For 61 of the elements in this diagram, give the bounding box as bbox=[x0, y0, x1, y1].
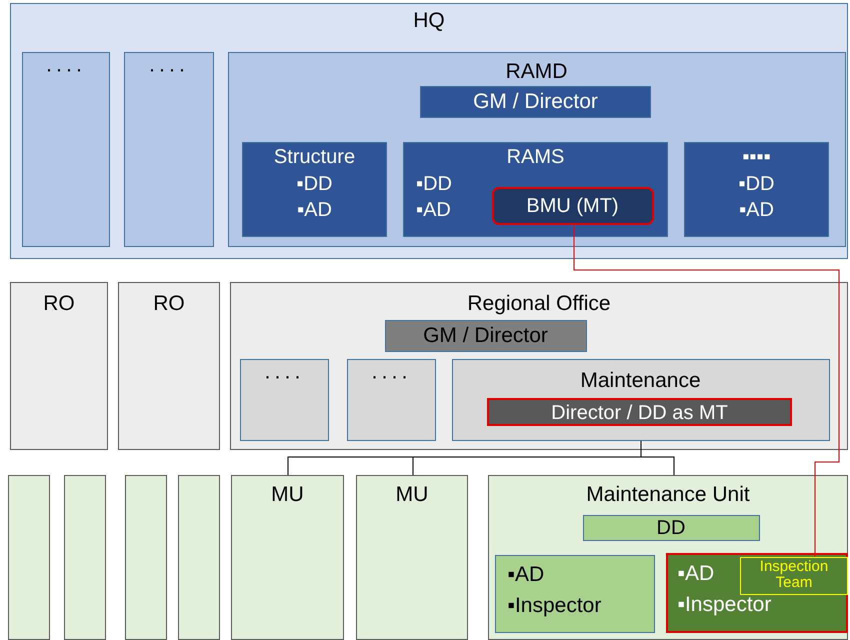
node-title: DD bbox=[656, 516, 686, 540]
team-box bbox=[494, 554, 654, 632]
bullet-item: ▪DD bbox=[416, 172, 452, 196]
node-title: ···· bbox=[264, 364, 304, 389]
hq-panel bbox=[10, 3, 848, 259]
unit-box bbox=[492, 186, 654, 224]
node-title: ···· bbox=[371, 364, 411, 389]
office-box bbox=[230, 282, 848, 450]
empty-unit-box bbox=[64, 475, 106, 640]
department-box bbox=[346, 358, 436, 440]
department-box bbox=[228, 52, 846, 246]
node-title: MU bbox=[396, 482, 428, 508]
node-title: ▪AD bbox=[678, 560, 714, 586]
position-box bbox=[487, 398, 792, 426]
node-title: Director / DD as MT bbox=[551, 401, 728, 425]
node-title: ···· bbox=[46, 56, 86, 82]
position-box bbox=[384, 320, 586, 352]
node-title: GM / Director bbox=[473, 89, 598, 114]
node-title: Maintenance bbox=[580, 368, 701, 393]
node-title: Regional Office bbox=[467, 291, 611, 316]
unit-box bbox=[488, 475, 848, 640]
department-box bbox=[240, 358, 328, 440]
division-box bbox=[403, 142, 668, 237]
node-title: ▪AD bbox=[508, 562, 544, 587]
department-box bbox=[124, 52, 214, 246]
empty-unit-box bbox=[125, 475, 167, 640]
team-box bbox=[666, 552, 848, 632]
bullet-item: ▪AD bbox=[297, 198, 332, 222]
office-box bbox=[10, 282, 108, 450]
bullet-item: ▪AD bbox=[416, 198, 451, 222]
node-title: Maintenance Unit bbox=[586, 482, 750, 508]
position-box bbox=[582, 514, 760, 540]
node-title: ▪▪▪▪ bbox=[742, 145, 771, 169]
node-title: BMU (MT) bbox=[526, 194, 619, 218]
empty-unit-box bbox=[178, 475, 220, 640]
node-title: RAMS bbox=[506, 145, 564, 169]
position-box bbox=[420, 86, 651, 118]
node-title: HQ bbox=[413, 8, 445, 34]
node-title: RO bbox=[153, 291, 185, 316]
node-title: Structure bbox=[274, 145, 356, 169]
bullet-item: ▪AD bbox=[739, 198, 774, 222]
empty-unit-box bbox=[8, 475, 50, 640]
node-title: MU bbox=[271, 482, 304, 508]
bullet-item: ▪DD bbox=[738, 172, 774, 196]
node-title: Inspection Team bbox=[758, 559, 830, 590]
department-box bbox=[22, 52, 110, 246]
division-box bbox=[242, 142, 387, 237]
division-box bbox=[684, 142, 829, 237]
unit-box bbox=[231, 475, 344, 640]
department-box bbox=[452, 358, 830, 440]
node-title: GM / Director bbox=[423, 322, 548, 348]
bullet-item: ▪Inspector bbox=[508, 592, 602, 618]
bullet-item: ▪DD bbox=[296, 172, 332, 196]
connector-line bbox=[574, 226, 840, 558]
node-title: ···· bbox=[148, 56, 188, 82]
unit-box bbox=[356, 475, 468, 640]
team-label-box bbox=[740, 557, 848, 595]
bullet-item: ▪Inspector bbox=[678, 592, 772, 617]
node-title: RAMD bbox=[506, 58, 568, 84]
node-title: RO bbox=[43, 291, 75, 316]
office-box bbox=[118, 282, 220, 450]
